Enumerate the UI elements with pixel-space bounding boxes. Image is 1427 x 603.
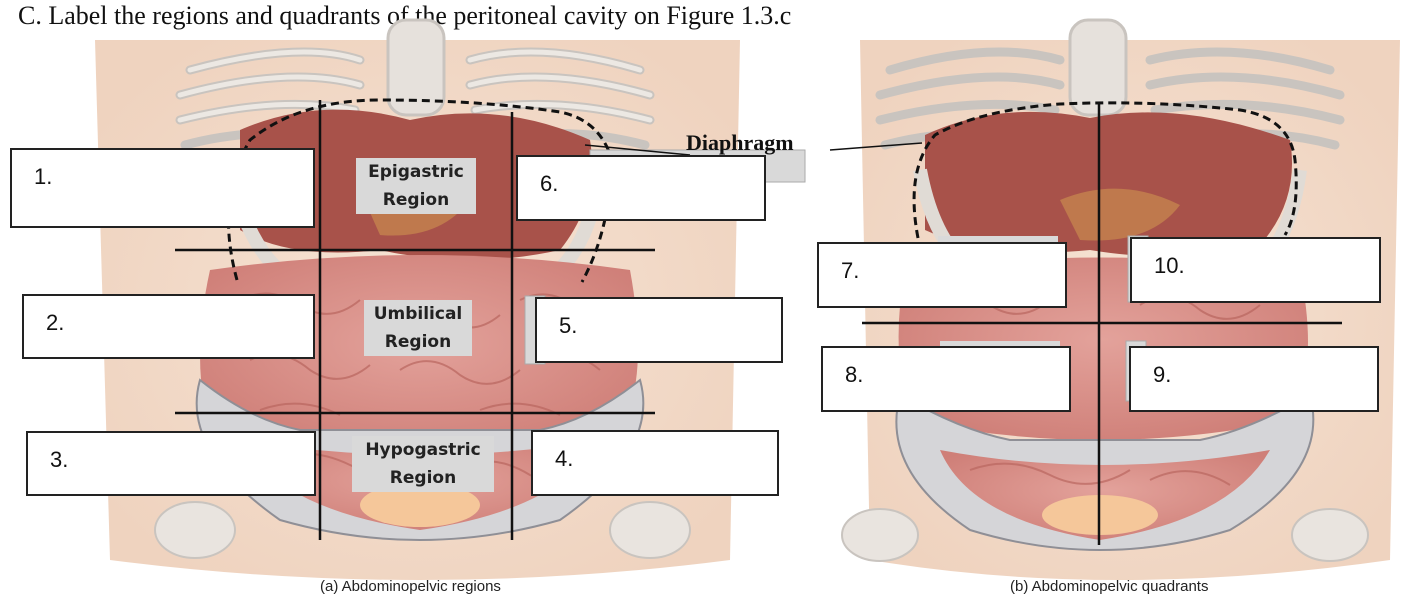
regions-figure-caption: (a) Abdominopelvic regions [320,578,501,595]
answer-box-3[interactable]: 3. [26,431,316,496]
answer-box-1[interactable]: 1. [10,148,315,228]
umbilical-label-line1: Umbilical [364,300,472,328]
answer-box-10[interactable]: 10. [1130,237,1381,303]
quadrants-figure-caption: (b) Abdominopelvic quadrants [1010,578,1208,595]
diaphragm-label: Diaphragm [686,130,794,156]
answer-box-6[interactable]: 6. [516,155,766,221]
epigastric-region-label: Epigastric Region [356,158,476,214]
answer-box-8[interactable]: 8. [821,346,1071,412]
answer-box-9[interactable]: 9. [1129,346,1379,412]
epigastric-label-line1: Epigastric [356,158,476,186]
hypogastric-label-line1: Hypogastric [352,436,494,464]
answer-box-4[interactable]: 4. [531,430,779,496]
epigastric-label-line2: Region [356,186,476,214]
umbilical-region-label: Umbilical Region [364,300,472,356]
hypogastric-region-label: Hypogastric Region [352,436,494,492]
hypogastric-label-line2: Region [352,464,494,492]
umbilical-label-line2: Region [364,328,472,356]
answer-box-7[interactable]: 7. [817,242,1067,308]
answer-box-2[interactable]: 2. [22,294,315,359]
answer-box-5[interactable]: 5. [535,297,783,363]
